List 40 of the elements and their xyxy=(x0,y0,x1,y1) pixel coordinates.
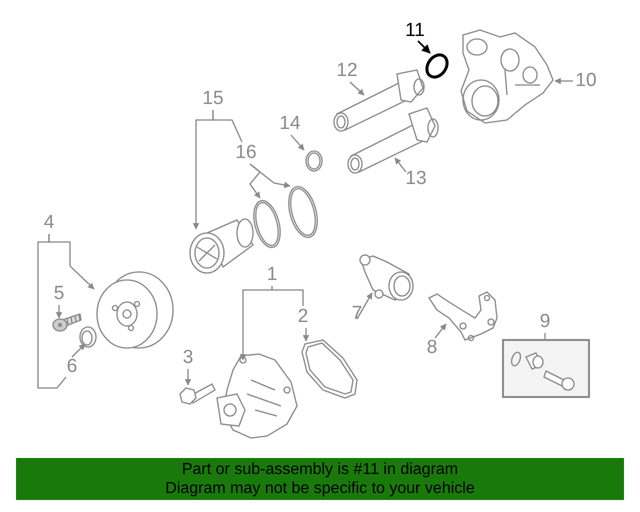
callout-number: 9 xyxy=(537,311,553,333)
leader-line xyxy=(434,324,447,338)
leader-line xyxy=(417,40,431,54)
callout-number: 15 xyxy=(200,88,226,110)
seal-ring-drawing xyxy=(250,198,284,250)
leader-line xyxy=(356,292,373,320)
o-ring xyxy=(424,51,450,81)
notice-text: Part or sub-assembly is #11 in diagram xyxy=(182,460,458,479)
gasket-drawing xyxy=(299,338,359,400)
callout-number: 5 xyxy=(51,283,67,305)
callout-number: 12 xyxy=(334,60,360,82)
callout-number: 13 xyxy=(403,168,429,190)
leader-line xyxy=(56,305,62,319)
callout-number: 10 xyxy=(573,70,599,92)
callout-number: 6 xyxy=(64,356,80,378)
kit-box xyxy=(502,339,590,398)
leader-line xyxy=(37,234,66,389)
leader-line xyxy=(350,82,364,96)
leader-line xyxy=(184,369,192,386)
callout-number: 16 xyxy=(233,142,259,164)
callout-number: 1 xyxy=(264,264,280,286)
seal-ring-drawing xyxy=(285,183,321,241)
nut-drawing xyxy=(77,325,99,349)
leader-line xyxy=(250,164,291,188)
callout-number: 7 xyxy=(349,303,365,325)
callout-number: 4 xyxy=(40,212,58,234)
callout-number: 2 xyxy=(294,306,312,328)
leader-line xyxy=(212,110,243,142)
leader-line xyxy=(72,344,86,358)
leader-line xyxy=(290,134,304,150)
leader-line xyxy=(302,328,310,342)
callout-number: 8 xyxy=(424,337,440,359)
leader-line xyxy=(394,158,407,172)
leader-line xyxy=(554,78,573,84)
callout-number: 14 xyxy=(277,113,303,135)
callout-number: 3 xyxy=(180,347,196,369)
notice-banner xyxy=(16,458,624,500)
callout-number: 11 xyxy=(403,20,427,42)
leader-line xyxy=(271,286,304,306)
notice-text: Diagram may not be specific to your vehicle xyxy=(165,479,475,498)
